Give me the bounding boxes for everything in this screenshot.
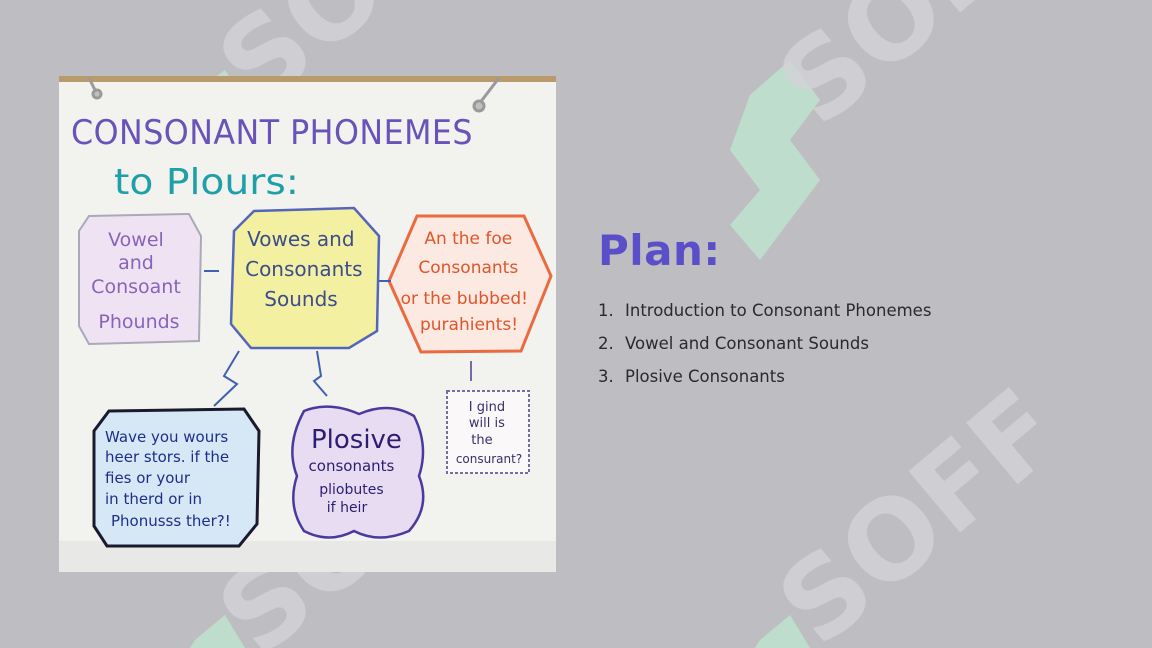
svg-text:Vowes and Consonants: Vowes and Consonants Sounds [245,227,369,311]
watermark-logo-icon [730,60,820,260]
poster-box-gind: I gind will is the consurant? [446,390,530,474]
list-item: 1. Introduction to Consonant Phonemes [598,300,931,333]
poster-box-text: Plosive [311,425,402,455]
list-item: 2. Vowel and Consonant Sounds [598,333,931,366]
plan-list: 1. Introduction to Consonant Phonemes 2. V… [598,300,931,399]
svg-text:An the foe Consonant: An the foe Consonants or the bubbed! pur… [401,229,534,335]
poster-box-text: I gind [469,400,505,415]
poster-box-text: the [471,433,492,448]
poster-box-wave: Wave you wours heer stors. if the fies o… [92,407,261,548]
poster-box-text: heer stors. if the [105,448,229,466]
poster-heading: CONSONANT PHONEMES [71,113,473,153]
poster-box-text: fies or your [105,469,191,487]
connector-lines [204,270,472,407]
poster-box-text: and [118,252,154,274]
poster-box-text: Consonants [418,258,518,278]
list-item-text: Plosive Consonants [625,367,785,386]
poster-box-sounds: Vowes and Consonants Sounds [229,206,381,350]
watermark-text: SOFF [754,0,1084,150]
poster-box-text: or the bubbed! [401,289,528,309]
poster-box-text: Consoant [91,276,181,298]
slide-title: Plan: [598,226,721,275]
poster-box-plosive: Plosive consonants pliobutes if heir [291,405,425,539]
poster-box-text: pliobutes [319,482,383,498]
poster-box-text: An the foe [424,229,512,249]
poster-box-text: consurant? [456,452,522,466]
list-item-text: Vowel and Consonant Sounds [625,334,869,353]
poster-box-text: in therd or in [105,490,202,508]
poster-box-text: consonants [309,457,395,475]
svg-text:I gind will is: I gind will is the consurant? [456,400,522,466]
svg-text:Vowel and: Vowel and Consoant Phounds [91,229,187,333]
watermark-logo-icon-3 [190,615,810,648]
list-item-number: 3. [598,367,614,386]
poster-box-text: purahients! [420,315,518,335]
svg-text:Wave you wours heer: Wave you wours heer stors. if the fies o… [105,428,234,530]
poster-box-text: Sounds [264,287,337,311]
poster-subheading: to Plours: [114,162,299,203]
list-item-text: Introduction to Consonant Phonemes [625,301,932,320]
poster-image: CONSONANT PHONEMES to Plours: Vowel and … [59,76,556,572]
list-item-number: 1. [598,301,614,320]
poster-box-text: Phonusss ther?! [111,512,231,530]
watermark-text: SOFF [754,364,1084,648]
poster-box-text: Vowes and [247,227,354,251]
poster-box-text: Phounds [98,311,179,333]
poster-box-text: Wave you wours [105,428,228,446]
pin-icon [87,77,501,113]
poster-box-text: Vowel [108,229,164,251]
poster-box-text: Consonants [245,257,362,281]
poster-box-vowel: Vowel and Consoant Phounds [78,212,203,346]
poster-box-text: if heir [327,500,368,516]
svg-text:Plosive consonants: Plosive consonants pliobutes if heir [309,425,407,516]
poster-box-consonants: An the foe Consonants or the bubbed! pur… [387,214,553,354]
list-item-number: 2. [598,334,614,353]
list-item: 3. Plosive Consonants [598,366,931,399]
poster-box-text: will is [469,416,505,431]
